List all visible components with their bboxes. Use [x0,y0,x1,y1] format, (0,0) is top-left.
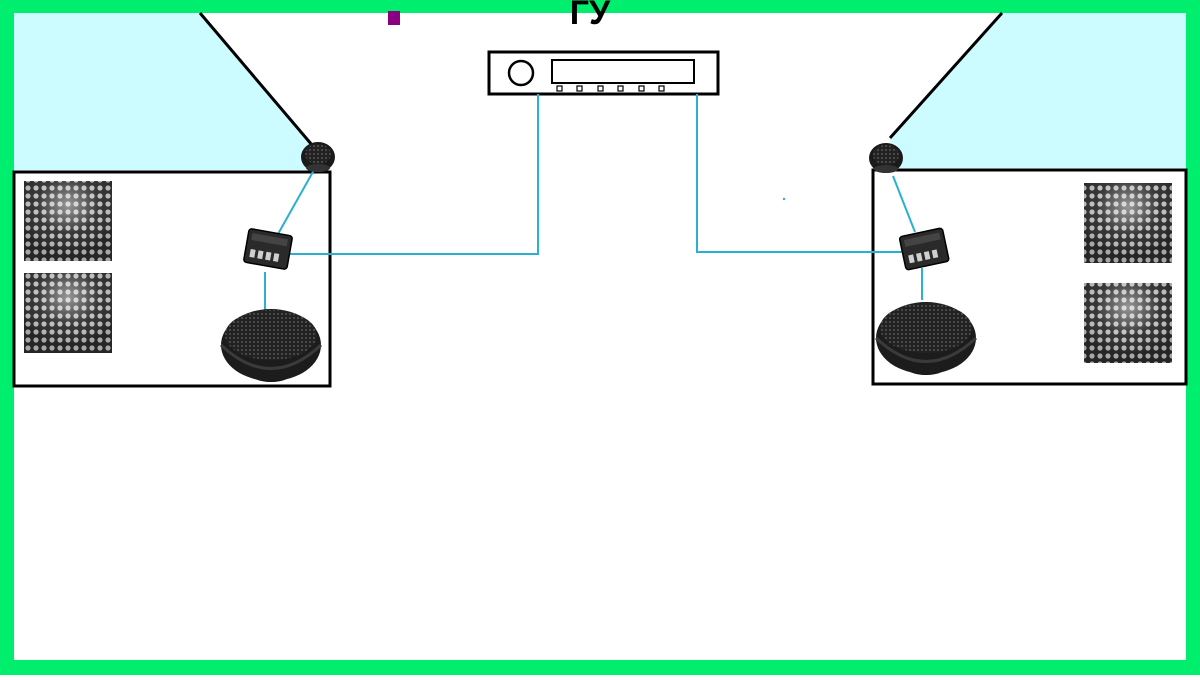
wire-headunit-left [290,94,539,255]
left-door-panel [12,170,332,388]
head-unit-display [551,59,695,84]
left-tweeter [301,142,335,172]
right-window-glass [890,13,1186,168]
wire-left-crossover-tweeter [277,169,315,235]
head-unit-buttons [556,85,665,92]
head-unit-label: ГУ [569,0,611,32]
head-unit [487,50,720,96]
right-midbass-speaker [874,302,978,375]
right-crossover [898,227,950,271]
head-unit-knob [507,59,535,87]
left-crossover [243,228,293,270]
purple-marker [388,11,400,25]
right-door-panel [871,168,1188,386]
wire-right-crossover-tweeter [892,175,916,233]
left-midbass-speaker [219,309,323,382]
left-window-glass [14,13,312,170]
left-a-pillar [198,12,314,146]
wires [264,94,923,310]
right-tweeter [869,143,903,173]
right-a-pillar [888,11,1004,140]
wire-headunit-right [696,94,915,253]
